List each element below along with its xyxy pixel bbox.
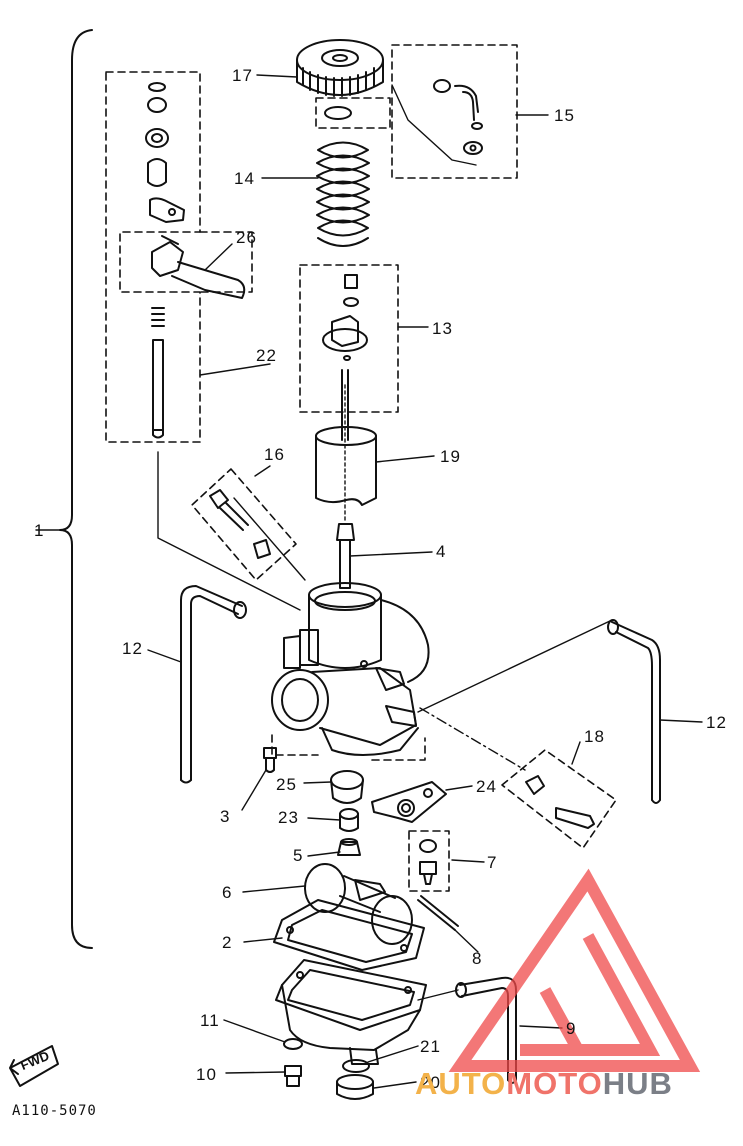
watermark-part-1: AUTO <box>415 1066 507 1101</box>
callout-21: 21 <box>420 1037 441 1056</box>
float <box>304 863 413 945</box>
bowl-gasket <box>273 899 425 971</box>
callout-3: 3 <box>220 807 231 826</box>
air-screw-set <box>209 489 271 559</box>
small-screw <box>263 747 277 773</box>
carburetor-body <box>271 582 430 756</box>
callout-25: 25 <box>276 775 297 794</box>
fitting-set <box>433 79 483 155</box>
watermark-wordmark: AUTOMOTOHUB <box>415 1066 673 1102</box>
callout-11: 11 <box>200 1011 220 1030</box>
group-box-18 <box>501 749 617 849</box>
vent-hose-right <box>607 619 661 804</box>
group-box-cap-washer <box>315 97 391 129</box>
float-pin <box>417 895 459 931</box>
callout-9: 9 <box>566 1019 577 1038</box>
callout-18: 18 <box>584 727 605 746</box>
group-box-16 <box>191 468 297 581</box>
float-bowl <box>275 959 427 1065</box>
callout-1: 1 <box>34 521 45 540</box>
starter-plunger <box>330 770 364 804</box>
group-box-15 <box>391 44 518 179</box>
figure-code: A110-5070 <box>12 1103 97 1119</box>
top-cap-part <box>296 39 384 97</box>
callout-7: 7 <box>487 853 498 872</box>
throttle-lever <box>151 235 246 299</box>
cap-washer <box>324 106 352 120</box>
float-valve-set <box>419 839 437 885</box>
jet-spacer <box>339 808 359 832</box>
needle-jet <box>336 523 355 589</box>
callout-17: 17 <box>232 66 253 85</box>
jet-needle-group <box>322 274 368 441</box>
callout-23: 23 <box>278 808 299 827</box>
drain-gasket <box>283 1038 303 1050</box>
watermark-part-2: MOTO <box>506 1066 603 1101</box>
vent-hose-left <box>180 585 247 784</box>
callout-13: 13 <box>432 319 453 338</box>
callout-12-left: 12 <box>122 639 143 658</box>
idle-adjust-parts <box>145 82 185 439</box>
main-jet <box>337 838 361 856</box>
plug-gasket <box>342 1059 370 1073</box>
watermark-part-3: HUB <box>602 1066 673 1101</box>
callout-15: 15 <box>554 106 575 125</box>
callout-19: 19 <box>440 447 461 466</box>
callout-24: 24 <box>476 777 497 796</box>
fwd-arrow-icon <box>9 1045 59 1087</box>
callout-2: 2 <box>222 933 233 952</box>
callout-22: 22 <box>256 346 277 365</box>
callout-8: 8 <box>472 949 483 968</box>
callout-14: 14 <box>234 169 255 188</box>
callout-10: 10 <box>196 1065 217 1084</box>
throttle-valve <box>315 426 377 506</box>
callout-26: 26 <box>236 228 257 247</box>
callout-6: 6 <box>222 883 233 902</box>
callout-4: 4 <box>436 542 447 561</box>
callout-16: 16 <box>264 445 285 464</box>
group-box-22 <box>105 71 201 443</box>
holder-plate <box>371 781 447 823</box>
callout-5: 5 <box>293 846 304 865</box>
callout-12-right: 12 <box>706 713 727 732</box>
drain-screw <box>284 1065 302 1087</box>
drain-plug <box>336 1074 374 1100</box>
pilot-jet-set <box>525 775 595 829</box>
watermark-logo <box>448 868 701 1072</box>
throttle-spring <box>316 141 370 247</box>
group-box-7 <box>408 830 450 892</box>
assembly-bracket <box>59 29 93 949</box>
callout-20: 20 <box>420 1073 441 1092</box>
